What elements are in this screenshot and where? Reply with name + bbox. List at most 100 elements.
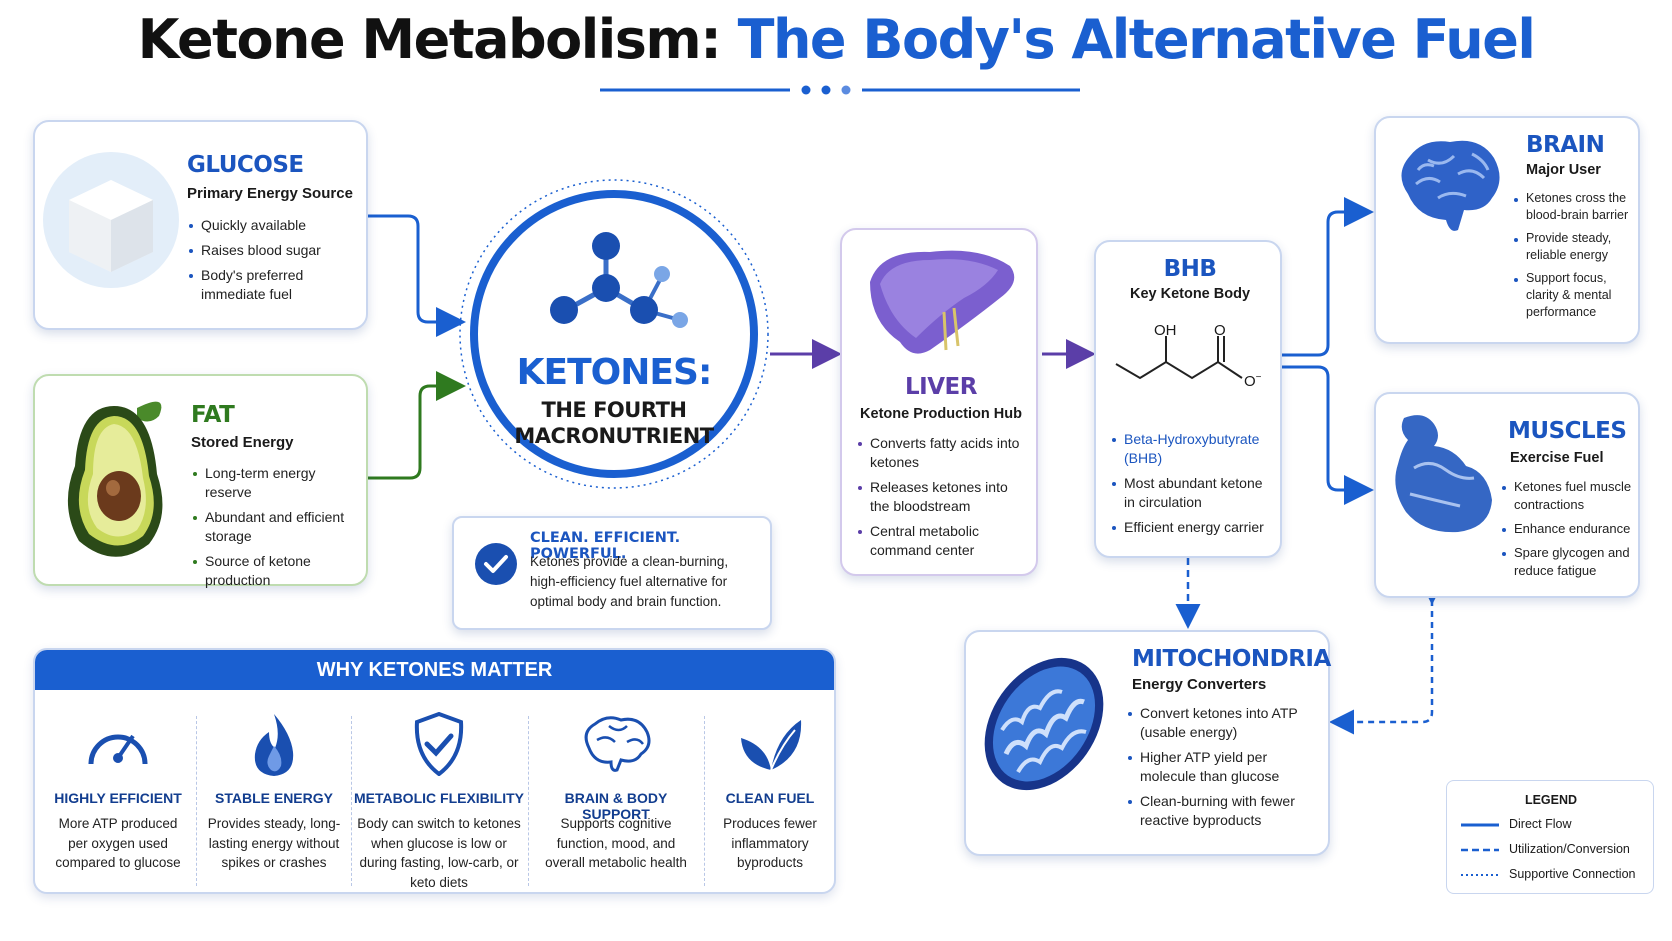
list-item: Converts fatty acids into ketones (856, 434, 1028, 472)
why-item-efficient: HIGHLY EFFICIENT More ATP produced per o… (43, 694, 193, 890)
list-item: Enhance endurance (1500, 520, 1636, 538)
glucose-title: GLUCOSE (187, 152, 304, 178)
list-item: Efficient energy carrier (1110, 518, 1276, 537)
legend-title: LEGEND (1524, 793, 1578, 807)
bhb-bullets: Beta-Hydroxybutyrate (BHB) Most abundant… (1110, 430, 1276, 543)
flame-icon (254, 714, 294, 776)
fat-title: FAT (191, 402, 235, 428)
why-divider (351, 716, 352, 886)
legend-item-direct: Direct Flow (1509, 817, 1572, 831)
brain-icon (1401, 140, 1500, 231)
list-item: Higher ATP yield per molecule than gluco… (1126, 748, 1314, 786)
page-title: Ketone Metabolism: The Body's Alternativ… (0, 8, 1672, 71)
check-circle-icon (475, 543, 517, 585)
gauge-icon (88, 734, 148, 765)
list-item: Abundant and efficient storage (191, 508, 363, 546)
bhb-ominus-o: O (1244, 373, 1256, 390)
legend: LEGEND Direct Flow Utilization/Conversio… (1446, 780, 1654, 894)
muscles-subtitle: Exercise Fuel (1510, 450, 1604, 466)
muscles-title: MUSCLES (1508, 418, 1627, 444)
liver-title: LIVER (905, 374, 977, 400)
clean-text: Ketones provide a clean-burning, high-ef… (530, 554, 729, 609)
why-item-title: STABLE ENERGY (215, 790, 333, 806)
brain-outline-icon (584, 716, 651, 772)
why-item-clean-fuel: CLEAN FUEL Produces fewer inflammatory b… (707, 694, 833, 890)
bhb-card: BHB Key Ketone Body OH O O− Beta-Hydroxy… (1094, 240, 1282, 558)
bhb-charge: − (1255, 372, 1262, 383)
list-item: Raises blood sugar (187, 241, 357, 260)
why-ketones-panel: WHY KETONES MATTER HIGHLY EFFICIENT More… (33, 648, 836, 894)
why-item-stable: STABLE ENERGY Provides steady, long-last… (201, 694, 347, 890)
glucose-card: GLUCOSE Primary Energy Source Quickly av… (33, 120, 368, 330)
mitochondria-bullets: Convert ketones into ATP (usable energy)… (1126, 704, 1314, 836)
list-item: Convert ketones into ATP (usable energy) (1126, 704, 1314, 742)
ketones-line-1: THE FOURTH (541, 398, 687, 422)
list-item: Body's preferred immediate fuel (187, 266, 357, 304)
legend-swatches (1461, 823, 1499, 876)
liver-bullets: Converts fatty acids into ketones Releas… (856, 434, 1028, 566)
flexed-arm-icon (1395, 415, 1492, 533)
brain-bullets: Ketones cross the blood-brain barrier Pr… (1512, 190, 1636, 327)
why-divider (196, 716, 197, 886)
why-item-text: Produces fewer inflammatory byproducts (723, 816, 817, 870)
list-item: Spare glycogen and reduce fatigue (1500, 544, 1636, 580)
why-item-brain-body: BRAIN & BODY SUPPORT Supports cognitive … (531, 694, 701, 890)
why-item-title: HIGHLY EFFICIENT (54, 790, 182, 806)
liver-subtitle: Ketone Production Hub (860, 406, 1022, 422)
brain-card: BRAIN Major User Ketones cross the blood… (1374, 116, 1640, 344)
list-item: Most abundant ketone in circulation (1110, 474, 1276, 512)
clean-card: CLEAN. EFFICIENT. POWERFUL. Ketones prov… (452, 516, 772, 630)
why-item-flexibility: METABOLIC FLEXIBILITY Body can switch to… (353, 694, 525, 890)
ketones-title: KETONES: (516, 352, 713, 393)
mitochondria-title: MITOCHONDRIA (1132, 646, 1331, 672)
why-item-text: Supports cognitive function, mood, and o… (545, 816, 687, 870)
why-ketones-title: WHY KETONES MATTER (35, 650, 834, 690)
fat-bullets: Long-term energy reserve Abundant and ef… (191, 464, 363, 596)
bhb-subtitle: Key Ketone Body (1129, 286, 1251, 302)
title-divider (600, 85, 1080, 95)
mitochondria-subtitle: Energy Converters (1132, 676, 1267, 693)
brain-title: BRAIN (1526, 132, 1605, 158)
why-item-text: Provides steady, long-lasting energy wit… (207, 816, 341, 870)
list-item: Provide steady, reliable energy (1512, 230, 1636, 264)
why-item-title: METABOLIC FLEXIBILITY (353, 790, 525, 806)
brain-subtitle: Major User (1526, 162, 1601, 178)
shield-check-icon (414, 712, 464, 776)
leaf-icon (741, 720, 802, 771)
bhb-oh-label: OH (1154, 322, 1177, 339)
bhb-structure-icon (1115, 336, 1243, 380)
molecule-icon (550, 232, 688, 328)
legend-item-utilization: Utilization/Conversion (1509, 842, 1630, 856)
list-item: Quickly available (187, 216, 357, 235)
title-part-1: Ketone Metabolism: (137, 8, 722, 71)
list-item: Clean-burning with fewer reactive byprod… (1126, 792, 1314, 830)
glucose-bullets: Quickly available Raises blood sugar Bod… (187, 216, 357, 310)
mitochondria-icon (984, 657, 1104, 791)
list-item: Ketones cross the blood-brain barrier (1512, 190, 1636, 224)
liver-card: LIVER Ketone Production Hub Converts fat… (840, 228, 1038, 576)
clean-title: CLEAN. EFFICIENT. POWERFUL. (530, 530, 681, 562)
bhb-o-label: O (1214, 322, 1226, 339)
bhb-title: BHB (1163, 256, 1217, 282)
why-item-text: Body can switch to ketones when glucose … (357, 816, 521, 890)
glucose-subtitle: Primary Energy Source (187, 185, 353, 202)
avocado-icon (39, 386, 189, 564)
ketones-ring (459, 179, 769, 489)
bhb-ominus-label: O− (1244, 372, 1262, 390)
why-divider (528, 716, 529, 886)
mitochondria-card: MITOCHONDRIA Energy Converters Convert k… (964, 630, 1331, 856)
ketones-hub: KETONES: THE FOURTH MACRONUTRIENT (456, 176, 772, 492)
sugar-cube-icon (41, 140, 181, 290)
why-divider (704, 716, 705, 886)
why-item-text: More ATP produced per oxygen used compar… (55, 816, 181, 870)
legend-item-supportive: Supportive Connection (1509, 867, 1636, 881)
list-item: Support focus, clarity & mental performa… (1512, 270, 1636, 321)
muscles-bullets: Ketones fuel muscle contractions Enhance… (1500, 478, 1636, 586)
why-item-title: CLEAN FUEL (725, 790, 815, 806)
list-item: Long-term energy reserve (191, 464, 363, 502)
list-item: Releases ketones into the bloodstream (856, 478, 1028, 516)
liver-icon (870, 250, 1015, 354)
list-item: Beta-Hydroxybutyrate (BHB) (1110, 430, 1276, 468)
fat-subtitle: Stored Energy (191, 434, 294, 451)
